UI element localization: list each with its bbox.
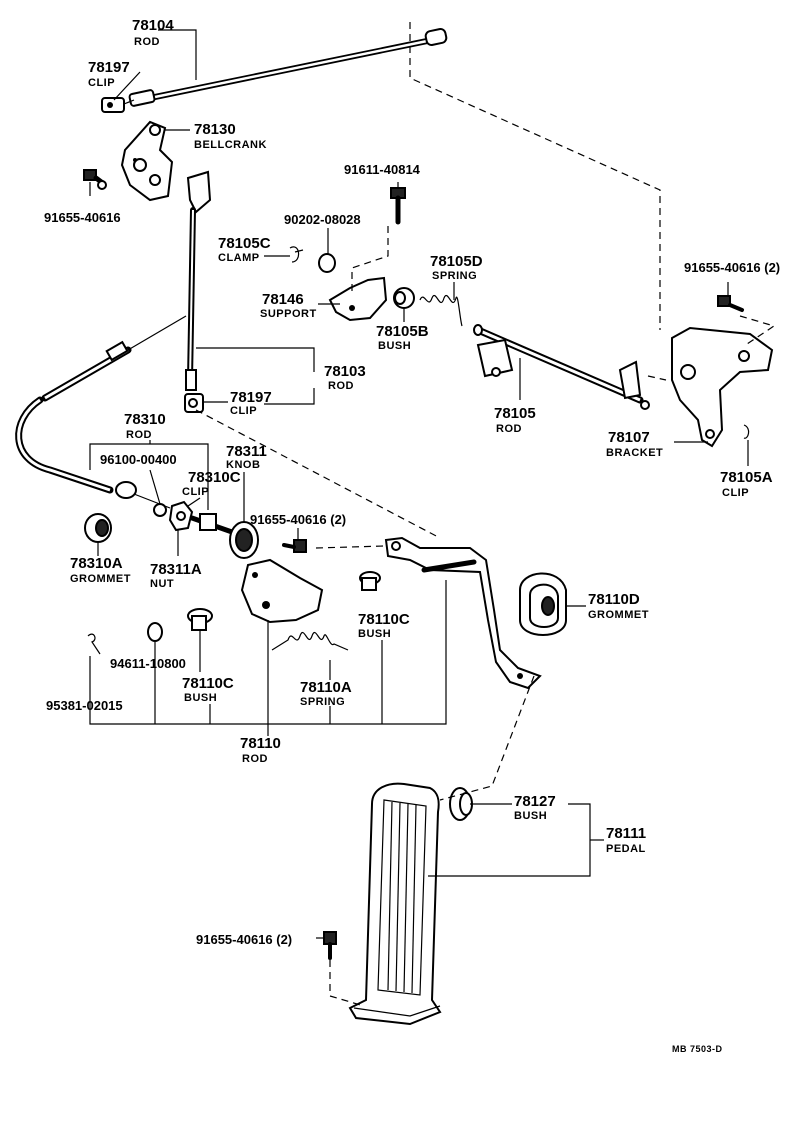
spring-78105d-drawing (419, 295, 463, 327)
bush-78110c-lower-drawing (187, 608, 213, 631)
part-78146-name: SUPPORT (260, 308, 317, 320)
part-78310c-number: 78310C (188, 469, 241, 486)
support-78146-drawing (328, 276, 388, 322)
part-78130-name: BELLCRANK (194, 139, 267, 151)
bolt-91655-right-drawing (717, 295, 744, 312)
part-78311a-number: 78311A (150, 561, 202, 578)
part-78110-number: 78110 (240, 735, 281, 752)
part-78105d-name: SPRING (432, 270, 477, 282)
assembly-dashed-lines (195, 22, 776, 1007)
part-78105c-number: 78105C (218, 235, 271, 252)
part-78110c-lower-name: BUSH (184, 692, 217, 704)
part-78105b-name: BUSH (378, 340, 411, 352)
part-78127-number: 78127 (514, 793, 556, 810)
clip-78105a-drawing (743, 424, 750, 439)
bush-78110c-upper-drawing (359, 571, 381, 591)
footer-code: MB 7503-D (672, 1044, 723, 1054)
part-96100-number: 96100-00400 (100, 452, 177, 467)
bolt-91655-mid-drawing (282, 539, 307, 553)
part-78105-name: ROD (496, 423, 522, 435)
knob-78311-drawing (189, 513, 259, 559)
part-78103-name: ROD (328, 380, 354, 392)
part-91611-number: 91611-40814 (344, 162, 421, 177)
part-78107-number: 78107 (608, 429, 650, 446)
part-labels: 78104 ROD 78197 CLIP 78130 BELLCRANK 916… (44, 17, 780, 1054)
clamp-78105c-drawing (289, 246, 304, 263)
part-78110a-name: SPRING (300, 696, 345, 708)
part-90202-number: 90202-08028 (284, 212, 361, 227)
part-78130-number: 78130 (194, 121, 236, 138)
rod-78103-drawing (185, 170, 212, 391)
bolt-91655-bottom-drawing (323, 931, 337, 960)
part-91655-bottom-number: 91655-40616 (2) (196, 932, 292, 947)
part-78110-name: ROD (242, 753, 268, 765)
rod-78105-drawing (473, 324, 650, 410)
part-78197-top-name: CLIP (88, 77, 115, 89)
part-91655-mid-number: 91655-40616 (2) (250, 512, 346, 527)
part-78311a-name: NUT (150, 578, 174, 590)
clip-78197-lower-drawing (184, 393, 204, 413)
grommet-78310a-drawing (84, 513, 112, 543)
part-78127-name: BUSH (514, 810, 547, 822)
part-78105b-number: 78105B (376, 323, 429, 340)
part-78111-name: PEDAL (606, 843, 646, 855)
part-78107-name: BRACKET (606, 447, 663, 459)
washer-94611-drawing (147, 622, 163, 642)
part-78110c-lower-number: 78110C (182, 675, 234, 692)
bellcrank-78130-drawing (120, 120, 174, 202)
washer-90202-drawing (318, 253, 336, 273)
part-78105d-number: 78105D (430, 253, 483, 270)
part-78197-top-number: 78197 (88, 59, 130, 76)
bolt-91655-left-drawing (83, 169, 107, 190)
bush-78105b-drawing (393, 287, 415, 309)
part-78111-number: 78111 (606, 825, 646, 842)
part-78110d-name: GROMMET (588, 609, 649, 621)
part-78197-lower-number: 78197 (230, 389, 272, 406)
part-78311-name: KNOB (226, 459, 260, 471)
clip-78310c-drawing (153, 503, 167, 517)
part-78105c-name: CLAMP (218, 252, 260, 264)
pedal-78111-drawing (348, 782, 442, 1026)
rod-78104-drawing (128, 28, 448, 107)
part-78105a-number: 78105A (720, 469, 773, 486)
part-78311-number: 78311 (226, 443, 267, 460)
part-78110c-upper-name: BUSH (358, 628, 391, 640)
bracket-78107-drawing (671, 326, 774, 448)
rod-78110-drawing (240, 558, 324, 624)
part-95381-number: 95381-02015 (46, 698, 123, 713)
part-78197-lower-name: CLIP (230, 405, 257, 417)
part-78110a-number: 78110A (300, 679, 352, 696)
part-78310a-name: GROMMET (70, 573, 131, 585)
bolt-91611-drawing (390, 187, 406, 225)
pin-95381-drawing (87, 633, 101, 655)
part-78146-number: 78146 (262, 291, 304, 308)
part-78110c-upper-number: 78110C (358, 611, 410, 628)
part-91655-left-number: 91655-40616 (44, 210, 121, 225)
pedal-linkage-drawing (384, 536, 542, 690)
part-78310c-name: CLIP (182, 486, 209, 498)
part-91655-right-number: 91655-40616 (2) (684, 260, 780, 275)
part-78104-name: ROD (134, 36, 160, 48)
clip-78197-top-drawing (101, 97, 135, 113)
grommet-78110d-drawing (519, 572, 567, 636)
part-94611-number: 94611-10800 (110, 656, 186, 671)
part-78310a-number: 78310A (70, 555, 123, 572)
part-78104-number: 78104 (132, 17, 174, 34)
part-78310-name: ROD (126, 429, 152, 441)
part-78105a-name: CLIP (722, 487, 749, 499)
part-78110d-number: 78110D (588, 591, 640, 608)
nut-78311a-drawing (168, 500, 194, 532)
part-78103-number: 78103 (324, 363, 366, 380)
bush-78127-drawing (449, 787, 473, 821)
part-78105-number: 78105 (494, 405, 536, 422)
spring-78110a-drawing (271, 632, 349, 651)
part-78310-number: 78310 (124, 411, 166, 428)
leader-lines (89, 29, 749, 939)
